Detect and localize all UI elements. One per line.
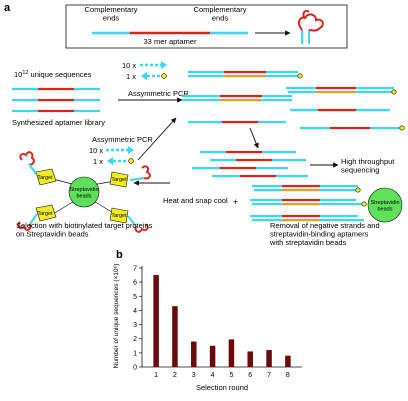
y-tick-label: 6: [133, 280, 137, 287]
y-tick-label: 0: [133, 365, 137, 372]
plus-sign: +: [233, 197, 238, 207]
bar-round-7: [266, 350, 272, 367]
pcr-top-label: Assymmetric PCR: [128, 89, 189, 98]
y-tick-label: 1: [133, 350, 137, 357]
y-tick-label: 2: [133, 336, 137, 343]
primer-1x-label: 1 x: [126, 72, 136, 81]
bar-round-4: [209, 345, 216, 367]
y-tick-label: 7: [133, 266, 137, 273]
x-axis-label: Selection round: [196, 383, 248, 392]
heat-label: Heat and snap cool: [163, 196, 228, 205]
x-tick-label: 3: [192, 372, 196, 379]
aptamer-library: 1012 unique sequences Synthesized aptame…: [12, 70, 105, 127]
arrow-down: [249, 127, 259, 149]
pcr-left-label: Assymmetric PCR: [92, 135, 153, 144]
target-label-2: Target: [37, 211, 53, 217]
bar-round-3: [191, 341, 197, 367]
x-tick-label: 5: [229, 372, 233, 379]
y-axis-label: Number of unique sequences (×10⁶): [113, 264, 120, 369]
bar-round-1: [153, 275, 159, 367]
panel-b-label: b: [116, 249, 123, 261]
selected-pool: [192, 150, 308, 178]
bar-round-6: [247, 351, 253, 367]
y-tick-label: 4: [133, 308, 137, 315]
library-count: 1012 unique sequences: [14, 70, 92, 79]
primer2-1x-label: 1 x: [93, 157, 103, 166]
bar-chart: 0 1 2 3 4 5 6 7 1 2 3 4 5 6 7 8 Selection round Number…: [113, 264, 302, 392]
x-tick-label: 2: [173, 372, 177, 379]
target-label-1: Target: [37, 175, 53, 181]
primers-top: 10 x 1 x: [122, 61, 167, 81]
bar-round-8: [285, 355, 291, 367]
pcr-left-arrow: [137, 117, 177, 161]
x-tick-label: 7: [267, 372, 271, 379]
negative-strands: [250, 184, 367, 222]
target-label-3: Target: [111, 177, 127, 183]
y-tick-label: 3: [133, 322, 137, 329]
panel-a-label: a: [4, 2, 11, 14]
primers-left: 10 x 1 x: [89, 146, 134, 166]
x-tick-label: 6: [248, 372, 252, 379]
pcr-products: [182, 70, 405, 131]
primer-10x-label: 10 x: [122, 61, 136, 70]
y-tick-label: 5: [133, 294, 137, 301]
x-tick-label: 4: [211, 372, 215, 379]
x-tick-label: 1: [154, 372, 158, 379]
target-label-4: Target: [111, 213, 127, 219]
inset-aptamer-length: 33 mer aptamer: [144, 37, 197, 46]
x-tick-label: 8: [286, 372, 290, 379]
bar-round-2: [172, 306, 178, 367]
primer2-10x-label: 10 x: [89, 146, 103, 155]
library-caption: Synthesized aptamer library: [12, 118, 105, 127]
bar-round-5: [228, 339, 235, 367]
selection-caption: Selection with biotinylated target prote…: [16, 221, 153, 239]
folded-aptamer: [297, 9, 324, 44]
